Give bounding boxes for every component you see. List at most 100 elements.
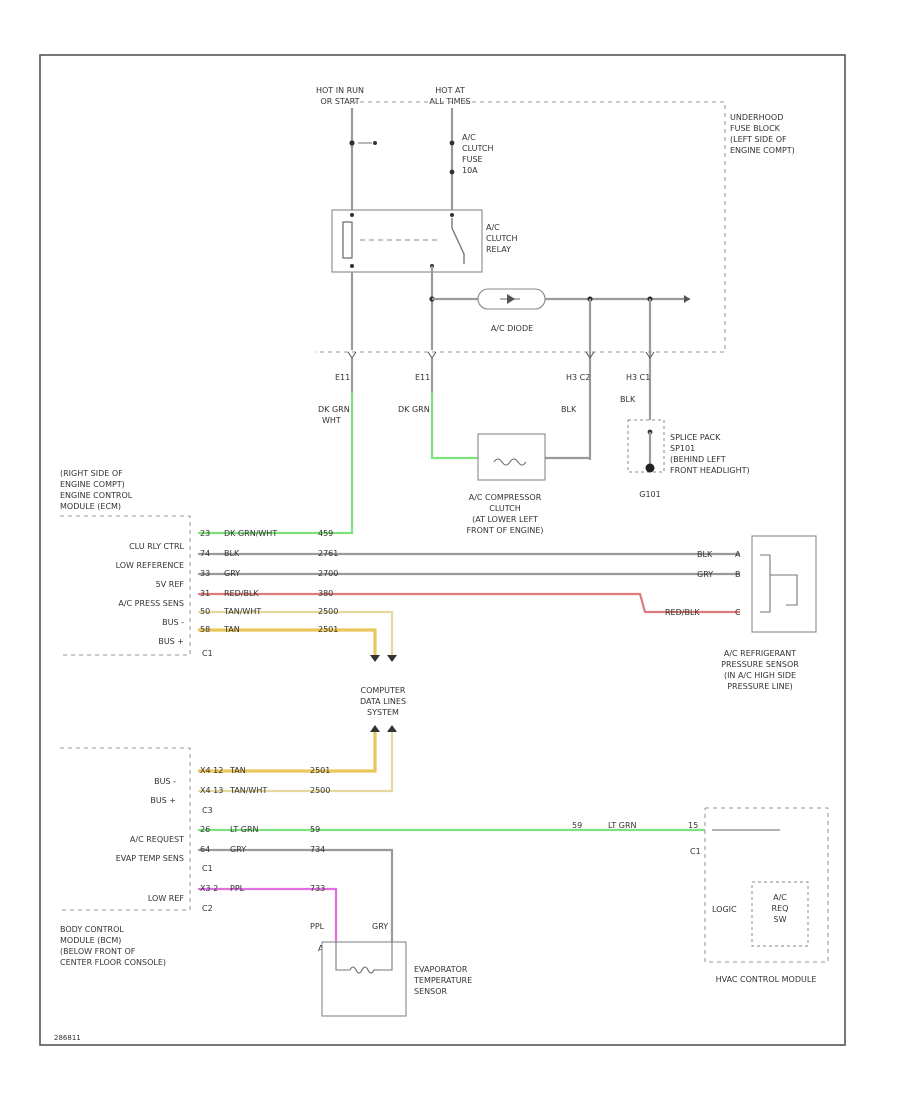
svg-text:LOW REFERENCE: LOW REFERENCE	[116, 561, 184, 570]
blk-label-mid: BLK	[561, 405, 577, 414]
wire-pin-label: 23	[200, 529, 210, 538]
data-lines-label: COMPUTER DATA LINES SYSTEM	[360, 686, 406, 717]
ecm-connector-c1: C1	[202, 649, 213, 658]
bcm-outline	[60, 747, 191, 911]
dk-grn-label: DK GRN	[398, 405, 430, 414]
svg-text:A: A	[318, 944, 324, 953]
ecm-tan-wht-wire	[198, 610, 394, 655]
ecm-outline	[60, 515, 191, 656]
svg-text:LOW REF: LOW REF	[148, 894, 185, 903]
compressor-label: A/C COMPRESSOR CLUTCH (AT LOWER LEFT FRO…	[466, 493, 543, 535]
svg-text:ENGINE CONTROL: ENGINE CONTROL	[60, 491, 133, 500]
svg-text:ENGINE COMPT): ENGINE COMPT)	[60, 480, 125, 489]
power-labels: HOT IN RUN OR START HOT AT ALL TIMES	[316, 86, 471, 106]
wire-color-label: TAN	[229, 766, 246, 775]
wire-circuit-label: 734	[310, 845, 325, 854]
svg-text:(LEFT SIDE OF: (LEFT SIDE OF	[730, 135, 787, 144]
splice-pack-outline	[627, 419, 665, 473]
data-arrow-icon	[387, 725, 397, 732]
svg-text:CLUTCH: CLUTCH	[486, 234, 518, 243]
svg-text:EVAPORATOR: EVAPORATOR	[414, 965, 468, 974]
svg-text:A/C: A/C	[486, 223, 500, 232]
bcm-connector-c3: C3	[202, 806, 213, 815]
svg-text:SENSOR: SENSOR	[414, 987, 447, 996]
svg-text:LT GRN: LT GRN	[608, 821, 637, 830]
svg-text:SW: SW	[774, 915, 787, 924]
wire-color-label: TAN	[223, 625, 240, 634]
svg-text:(BELOW FRONT OF: (BELOW FRONT OF	[60, 947, 136, 956]
evap-sensor-box	[321, 941, 407, 1017]
svg-text:15: 15	[688, 821, 698, 830]
svg-text:CLUTCH: CLUTCH	[462, 144, 494, 153]
wire-circuit-label: 733	[310, 884, 325, 893]
svg-text:BUS -: BUS -	[154, 777, 176, 786]
pressure-sensor-box	[751, 535, 817, 633]
ac-req-switch-box	[751, 881, 809, 947]
svg-text:BUS +: BUS +	[158, 637, 184, 646]
bcm-tan-wht-wire	[198, 732, 394, 793]
dk-grn-wht-wire	[198, 392, 354, 535]
wire-color-label: BLK	[224, 549, 240, 558]
svg-text:5V REF: 5V REF	[156, 580, 185, 589]
bcm-label: BODY CONTROL MODULE (BCM) (BELOW FRONT O…	[60, 925, 166, 967]
wire-color-label: DK GRN/WHT	[224, 529, 277, 538]
svg-text:A: A	[735, 550, 741, 559]
wire-pin-label: 26	[200, 825, 210, 834]
wire-pin-label: X4 12	[200, 766, 223, 775]
wire-color-label: TAN/WHT	[223, 607, 261, 616]
wire-pin-label: 58	[200, 625, 210, 634]
svg-text:BUS +: BUS +	[150, 796, 176, 805]
svg-text:MODULE (BCM): MODULE (BCM)	[60, 936, 121, 945]
wire-circuit-label: 59	[310, 825, 320, 834]
svg-text:FRONT OF ENGINE): FRONT OF ENGINE)	[466, 526, 543, 535]
svg-text:FUSE BLOCK: FUSE BLOCK	[730, 124, 781, 133]
fuse-block-outline	[315, 101, 726, 353]
clutch-coil-icon	[493, 458, 527, 466]
wire-circuit-label: 2761	[318, 549, 338, 558]
connector-h3-c1: H3 C1	[626, 373, 650, 382]
svg-text:A/C REQUEST: A/C REQUEST	[130, 835, 184, 844]
splice-pack-label: SPLICE PACK SP101 (BEHIND LEFT FRONT HEA…	[670, 433, 750, 475]
svg-text:RED/BLK: RED/BLK	[665, 608, 700, 617]
ground-label: G101	[639, 490, 660, 499]
svg-text:A/C REFRIGERANT: A/C REFRIGERANT	[724, 649, 796, 658]
hot-all-label: HOT AT	[435, 86, 465, 95]
hvac-module-label: HVAC CONTROL MODULE	[716, 975, 817, 984]
svg-text:C: C	[735, 608, 741, 617]
clutch-fuse-label: A/C CLUTCH FUSE 10A	[462, 133, 494, 175]
svg-text:59: 59	[572, 821, 582, 830]
wire-circuit-label: 380	[318, 589, 333, 598]
wire-pin-label: X3 2	[200, 884, 218, 893]
data-arrow-icon	[387, 655, 397, 662]
wire-color-label: PPL	[230, 884, 245, 893]
data-arrow-icon	[370, 655, 380, 662]
hvac-module-outline	[704, 807, 829, 963]
svg-text:B: B	[735, 570, 741, 579]
wire-pin-label: X4 13	[200, 786, 223, 795]
dk-grn-wire	[430, 392, 478, 460]
wire-circuit-label: 2500	[318, 607, 338, 616]
thermistor-icon	[349, 966, 378, 974]
svg-text:DATA LINES: DATA LINES	[360, 697, 406, 706]
svg-text:WHT: WHT	[322, 416, 341, 425]
svg-text:BODY CONTROL: BODY CONTROL	[60, 925, 124, 934]
svg-text:CLU RLY CTRL: CLU RLY CTRL	[129, 542, 184, 551]
wire-color-label: GRY	[230, 845, 246, 854]
wire-pin-label: 31	[200, 589, 210, 598]
svg-text:CENTER FLOOR CONSOLE): CENTER FLOOR CONSOLE)	[60, 958, 166, 967]
ecm-red-wire	[198, 592, 740, 614]
svg-text:PRESSURE SENSOR: PRESSURE SENSOR	[721, 660, 799, 669]
svg-text:ENGINE COMPT): ENGINE COMPT)	[730, 146, 795, 155]
pressure-sensor-symbol	[760, 554, 798, 613]
svg-text:(BEHIND LEFT: (BEHIND LEFT	[670, 455, 726, 464]
diode-label: A/C DIODE	[491, 324, 533, 333]
diode-icon	[507, 294, 515, 304]
bcm-tan-wire	[198, 732, 377, 773]
wire-circuit-label: 2501	[310, 766, 330, 775]
svg-text:A/C: A/C	[462, 133, 476, 142]
data-arrow-icon	[370, 725, 380, 732]
svg-text:GRY: GRY	[697, 570, 713, 579]
connector-e11-left: E11	[335, 373, 350, 382]
